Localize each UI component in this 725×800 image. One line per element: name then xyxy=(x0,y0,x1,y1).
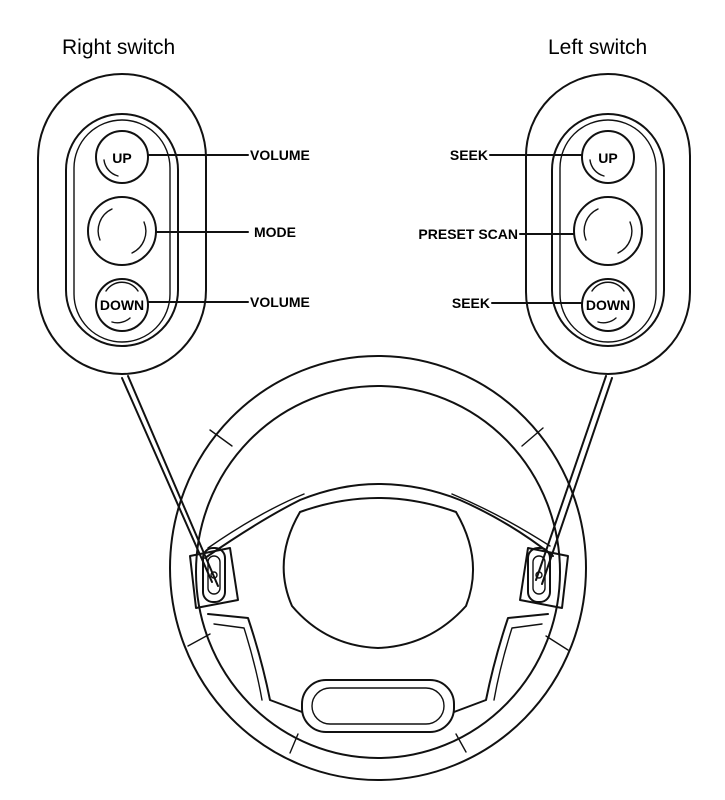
left-switch-inner-housing xyxy=(551,113,665,347)
rim-segment-bottom-right xyxy=(455,733,467,753)
left-down-button-arc-bottom xyxy=(597,317,617,324)
right-up-button-label: UP xyxy=(112,150,131,166)
left-preset-scan-button[interactable] xyxy=(573,196,643,266)
left-callout-line-a xyxy=(535,375,607,581)
right-middle-label: MODE xyxy=(254,224,296,240)
left-callout-line-b xyxy=(541,377,613,585)
left-top-label: SEEK xyxy=(450,147,488,163)
rim-segment-bottom-left xyxy=(289,733,299,754)
spoke-upper-edge-right-highlight xyxy=(451,493,551,547)
wheel-right-switch-pod-dot xyxy=(210,571,218,579)
left-down-button[interactable]: DOWN xyxy=(581,278,635,332)
right-down-button-arc-top xyxy=(105,281,139,292)
rim-segment-right-upper xyxy=(521,427,544,447)
right-top-label: VOLUME xyxy=(250,147,310,163)
left-spoke-mount xyxy=(189,547,239,609)
wheel-bottom-pad-inner xyxy=(311,687,445,725)
spoke-upper-edge-left-highlight xyxy=(207,493,305,549)
right-mode-button[interactable] xyxy=(87,196,157,266)
rim-segment-right-lower xyxy=(545,635,569,651)
left-up-button[interactable]: UP xyxy=(581,130,635,184)
right-switch-panel: Right switch UP DOWN VOLUME xyxy=(37,36,310,375)
lower-spoke-left-inner xyxy=(213,623,263,701)
left-preset-scan-button-ring xyxy=(573,196,643,266)
left-preset-scan-button-arc-a xyxy=(583,208,599,241)
right-down-button-arc-bottom xyxy=(111,317,131,324)
right-down-button-label: DOWN xyxy=(100,297,144,313)
steering-wheel xyxy=(169,355,587,781)
right-switch-inner-housing xyxy=(65,113,179,347)
left-down-button-arc-top xyxy=(591,281,625,292)
right-down-button-ring xyxy=(95,278,149,332)
left-switch-title: Left switch xyxy=(548,36,647,59)
left-switch-inner-bezel xyxy=(559,119,657,343)
wheel-hub-pad xyxy=(282,497,475,649)
left-down-button-label: DOWN xyxy=(586,297,630,313)
rim-segment-left-lower xyxy=(187,633,211,647)
lower-spoke-left-outer xyxy=(207,613,303,713)
wheel-left-switch-pod-outer xyxy=(527,547,551,603)
right-switch-outer-housing xyxy=(37,73,207,375)
right-up-button-arc xyxy=(103,159,119,177)
wheel-right-switch-pod xyxy=(202,547,226,603)
wheel-left-switch-pod-dot xyxy=(535,571,543,579)
right-mode-button-arc-b xyxy=(131,221,147,254)
right-down-button[interactable]: DOWN xyxy=(95,278,149,332)
wheel-right-switch-pod-outer xyxy=(202,547,226,603)
right-up-button[interactable]: UP xyxy=(95,130,149,184)
spoke-upper-edge xyxy=(204,483,554,559)
left-up-button-arc xyxy=(589,159,605,177)
right-mode-button-arc-a xyxy=(97,208,113,241)
left-bottom-label: SEEK xyxy=(452,295,490,311)
right-callout-line-a xyxy=(121,377,213,583)
lower-spoke-right-inner xyxy=(493,623,543,701)
callout-lines xyxy=(121,375,613,587)
wheel-right-switch-pod-inner xyxy=(207,555,221,595)
left-up-button-ring xyxy=(581,130,635,184)
right-callout-line-b xyxy=(127,375,219,587)
wheel-rim-inner xyxy=(195,385,561,759)
wheel-bottom-pad xyxy=(301,679,455,733)
left-preset-scan-button-arc-b xyxy=(617,221,633,254)
wheel-left-switch-pod-inner xyxy=(532,555,546,595)
lower-spoke-right-outer xyxy=(453,613,549,713)
left-switch-outer-housing xyxy=(525,73,691,375)
right-spoke-mount xyxy=(519,547,569,609)
left-down-button-ring xyxy=(581,278,635,332)
wheel-left-switch-pod xyxy=(527,547,551,603)
left-middle-label: PRESET SCAN xyxy=(418,226,518,242)
right-bottom-label: VOLUME xyxy=(250,294,310,310)
right-up-button-ring xyxy=(95,130,149,184)
wheel-rim-outer xyxy=(169,355,587,781)
right-switch-title: Right switch xyxy=(62,36,175,59)
rim-segment-left-upper xyxy=(209,429,233,447)
left-up-button-label: UP xyxy=(598,150,617,166)
left-switch-panel: Left switch UP DOWN SEEK PRESET S xyxy=(418,36,691,375)
